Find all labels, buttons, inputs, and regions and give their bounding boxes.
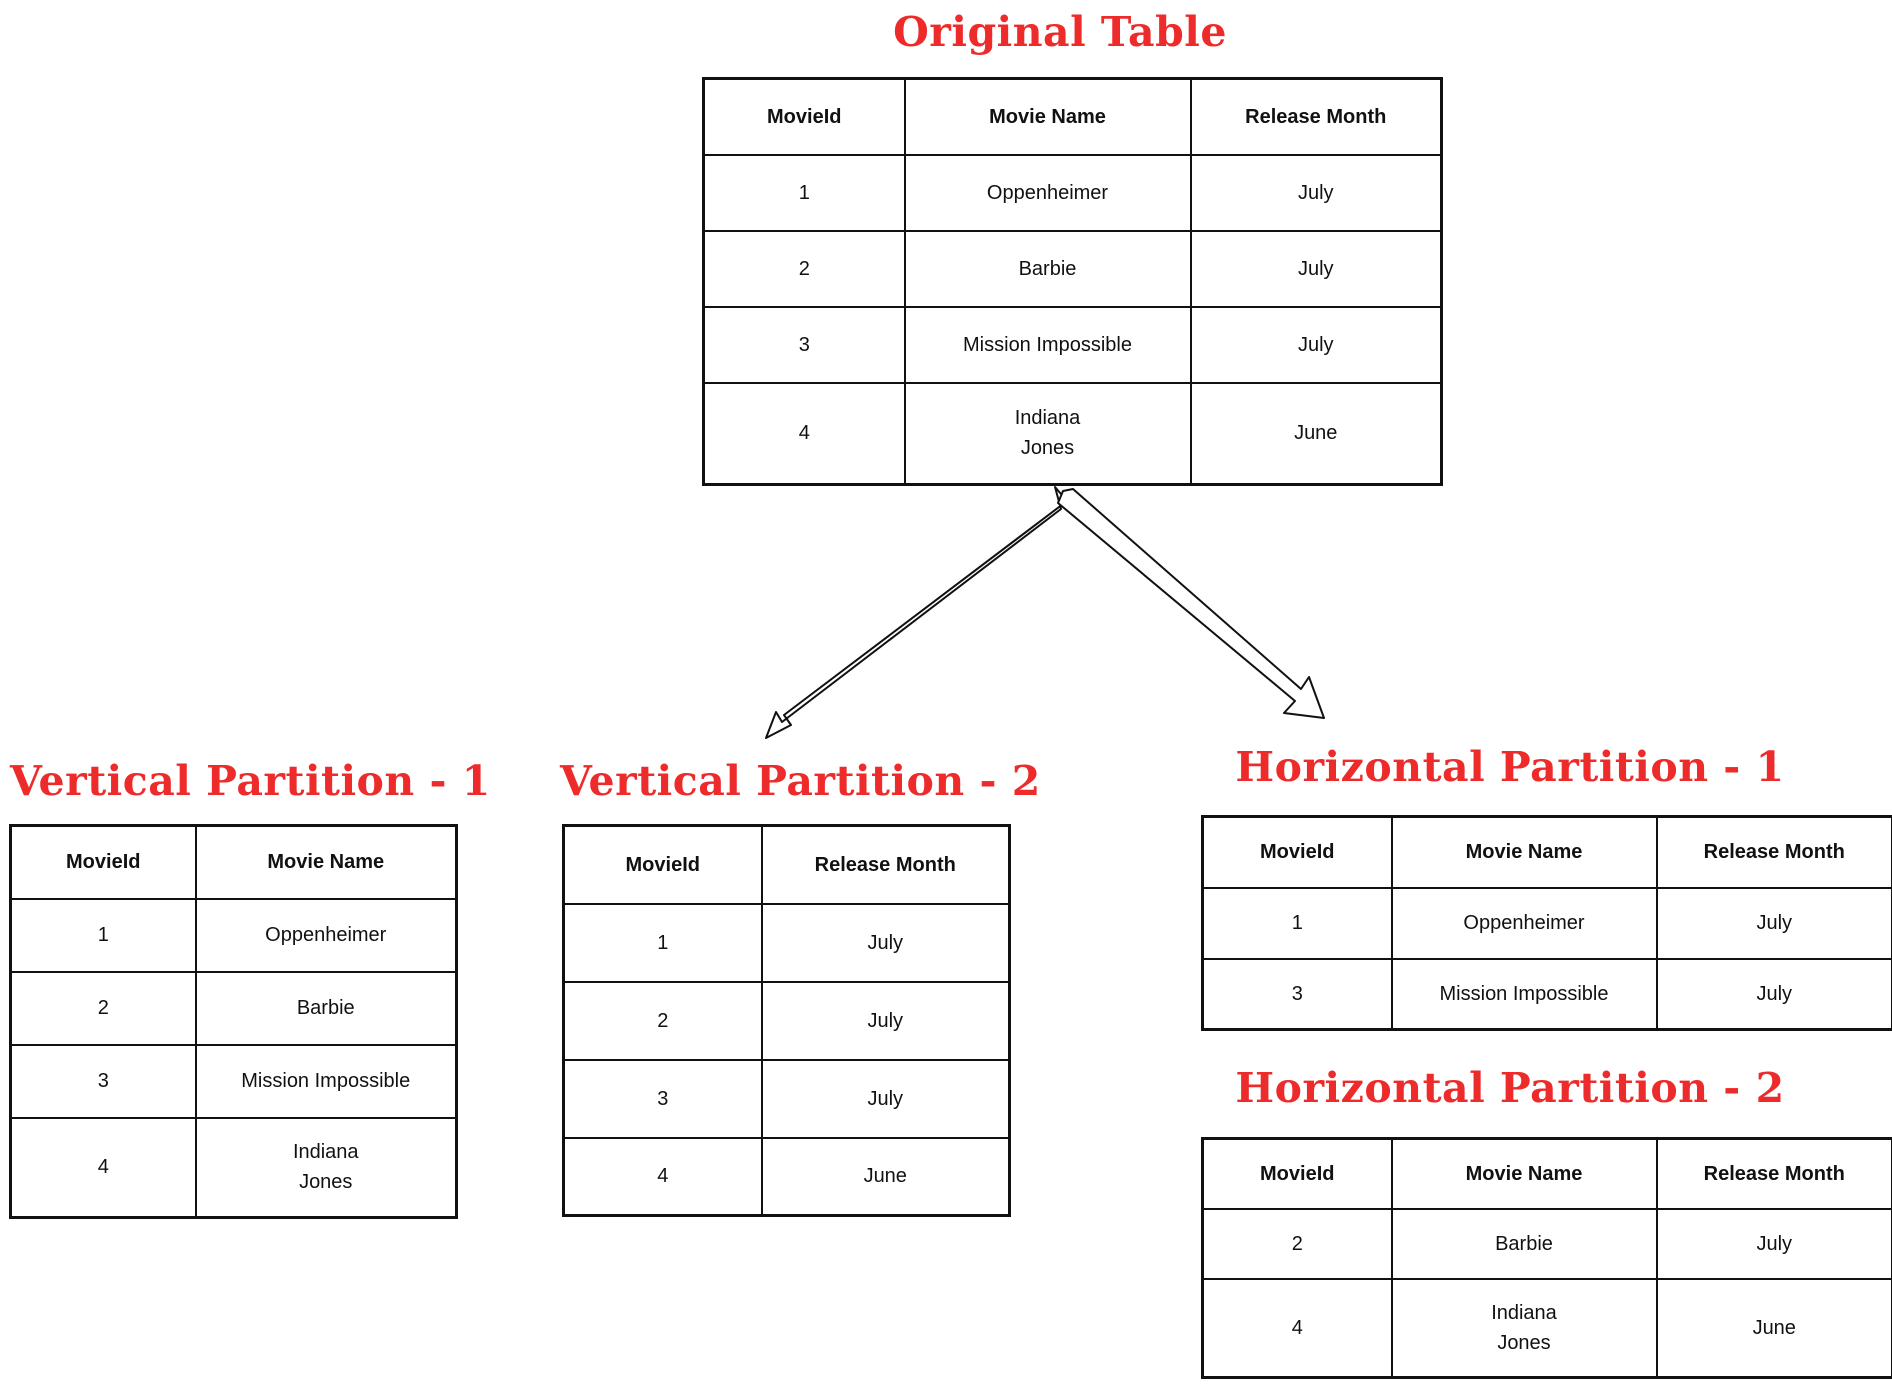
table-cell: July [1655, 886, 1892, 960]
column-header: Movie Name [1390, 1137, 1658, 1210]
table-cell: 1 [1201, 886, 1393, 960]
table-cell: 3 [562, 1058, 763, 1139]
table-cell: 3 [1201, 957, 1393, 1031]
table-cell: Barbie [1390, 1207, 1658, 1280]
table-cell: July [1189, 305, 1443, 384]
table-cell: July [1655, 1207, 1892, 1280]
column-header: MovieId [1201, 1137, 1393, 1210]
table-cell: 2 [702, 229, 906, 308]
table-cell: June [760, 1136, 1011, 1217]
column-header: MovieId [562, 824, 763, 905]
column-header: Movie Name [1390, 815, 1658, 889]
column-header: Movie Name [903, 77, 1192, 156]
horizontal-partition-2-title: Horizontal Partition - 2 [1235, 1064, 1785, 1112]
table-cell: 4 [702, 381, 906, 486]
table-cell: Oppenheimer [1390, 886, 1658, 960]
table-cell: June [1655, 1277, 1892, 1379]
column-header: Release Month [1655, 815, 1892, 889]
table-cell: July [1655, 957, 1892, 1031]
table-cell: Oppenheimer [194, 897, 458, 973]
table-cell: 4 [1201, 1277, 1393, 1379]
table-cell: 3 [702, 305, 906, 384]
column-header: Release Month [1655, 1137, 1892, 1210]
table-cell: July [760, 980, 1011, 1061]
column-header: MovieId [1201, 815, 1393, 889]
table-cell: July [1189, 153, 1443, 232]
table-cell: 1 [9, 897, 197, 973]
table-cell: 3 [9, 1043, 197, 1119]
table-cell: 2 [1201, 1207, 1393, 1280]
column-header: MovieId [702, 77, 906, 156]
vertical-partition-2-title: Vertical Partition - 2 [560, 757, 1041, 805]
arrow-to-horizontal-partitions [1057, 488, 1325, 719]
table-cell: Mission Impossible [194, 1043, 458, 1119]
column-header: Movie Name [194, 824, 458, 900]
table-cell: Barbie [194, 970, 458, 1046]
column-header: MovieId [9, 824, 197, 900]
table-cell: Oppenheimer [903, 153, 1192, 232]
table-cell: Mission Impossible [903, 305, 1192, 384]
horizontal-partition-1-title: Horizontal Partition - 1 [1235, 743, 1785, 791]
table-cell: July [760, 1058, 1011, 1139]
table-cell: 2 [9, 970, 197, 1046]
table-cell: 1 [702, 153, 906, 232]
table-cell: 4 [562, 1136, 763, 1217]
column-header: Release Month [760, 824, 1011, 905]
arrow-to-vertical-partitions [765, 486, 1068, 739]
table-cell: 1 [562, 902, 763, 983]
table-cell: July [1189, 229, 1443, 308]
vertical-partition-1-title: Vertical Partition - 1 [10, 757, 491, 805]
table-cell: July [760, 902, 1011, 983]
original-table-title: Original Table [893, 8, 1227, 56]
table-cell: Mission Impossible [1390, 957, 1658, 1031]
table-cell: Barbie [903, 229, 1192, 308]
table-cell: 4 [9, 1116, 197, 1219]
table-cell: 2 [562, 980, 763, 1061]
column-header: Release Month [1189, 77, 1443, 156]
table-cell: June [1189, 381, 1443, 486]
